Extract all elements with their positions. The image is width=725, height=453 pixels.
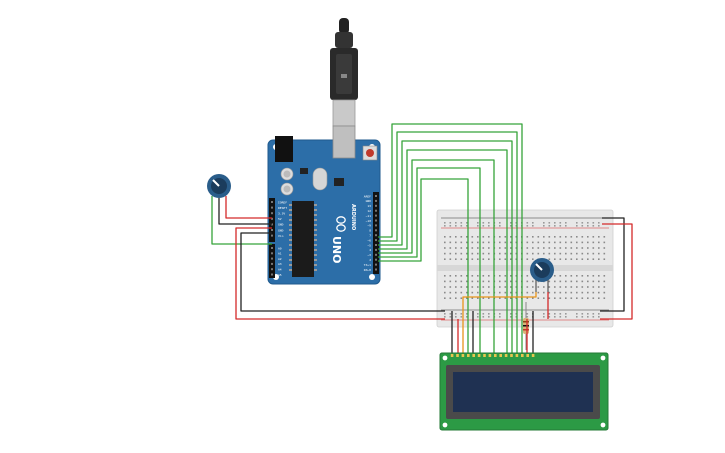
pin-label: GND (366, 199, 372, 203)
pin-label: 4 (369, 248, 371, 252)
pin-label: 2 (369, 258, 371, 262)
reset-button-icon[interactable] (362, 145, 378, 161)
pin-label: 12 (367, 209, 371, 213)
pin-label: AREF (364, 194, 371, 198)
analog-header (269, 244, 275, 278)
pin-label: RX←0 (364, 268, 371, 272)
pin-label: 13 (367, 204, 371, 208)
wire-power (600, 223, 633, 320)
wire-power (225, 196, 272, 219)
potentiometer-icon[interactable] (207, 174, 231, 198)
digital-header (373, 192, 379, 274)
wire-data (378, 131, 518, 356)
pin-label: ~6 (367, 238, 371, 242)
pin-label: 5V (278, 217, 282, 221)
pin-label: 3.3V (278, 212, 285, 216)
breadboard (436, 209, 614, 328)
wire-ground (600, 217, 625, 312)
pin-label: GND (278, 223, 284, 227)
pin-label: A2 (278, 257, 282, 261)
wire-data (378, 149, 508, 356)
wire-data (378, 178, 469, 356)
pin-label: GND (278, 228, 284, 232)
wire-power (235, 227, 445, 320)
pin-label: A1 (278, 252, 282, 256)
wires (211, 123, 633, 356)
pin-label: ~11 (366, 214, 372, 218)
usb-plug-icon[interactable] (330, 18, 358, 127)
board-brand: ARDUINO (350, 204, 356, 230)
pin-label: ~9 (367, 224, 371, 228)
arduino-logo (336, 216, 346, 232)
wire-orange (462, 292, 537, 356)
lcd-display[interactable] (439, 352, 609, 431)
wire-ground (240, 232, 445, 312)
pin-label: A0 (278, 246, 282, 250)
wire-data (211, 196, 272, 245)
wire-data (378, 123, 523, 356)
pin-label: 8 (369, 229, 371, 233)
arduino-board[interactable]: ARDUINO UNO AREFGND1312~11~10~987~6~54~3… (267, 125, 381, 285)
board-model: UNO (330, 236, 343, 264)
wire-data (378, 159, 495, 356)
wire-ground (218, 198, 272, 225)
pin-label: A4 (278, 268, 282, 272)
pin-label: IOREF (278, 200, 287, 204)
pin-label: TX→1 (364, 263, 371, 267)
wire-data (378, 167, 481, 356)
usb-socket (332, 125, 356, 159)
pin-label: ~10 (366, 219, 372, 223)
microcontroller-chip (292, 201, 314, 277)
pin-label: Vin (278, 234, 284, 238)
pin-label: A5 (278, 273, 282, 277)
pin-label: RESET (278, 206, 287, 210)
power-header (269, 198, 275, 242)
wire-data (378, 140, 513, 356)
pin-label: A3 (278, 262, 282, 266)
pin-label: 7 (369, 234, 371, 238)
potentiometer-icon[interactable] (530, 258, 554, 292)
lcd-screen (453, 372, 593, 412)
power-jack (275, 136, 293, 162)
pin-label: ~5 (367, 243, 371, 247)
pin-label: ~3 (367, 253, 371, 257)
